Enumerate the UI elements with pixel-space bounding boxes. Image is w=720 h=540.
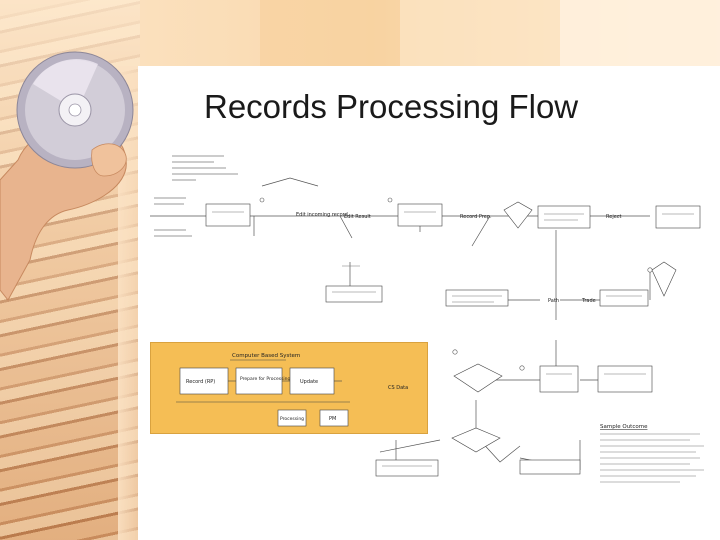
process-label: Path [548,298,559,304]
process-path: Path [548,298,559,304]
process-box [375,459,439,477]
decision-diamond [503,201,533,229]
flow-row-3 [375,363,653,477]
process-box [539,365,579,393]
start-label-1 [154,197,186,205]
decision-diamond [451,427,501,453]
process-record-prep: Record Prep. [460,214,492,220]
panel-box-label: Processing [280,416,304,422]
process-box [599,289,649,307]
panel-box-label: Record (RP) [186,379,215,385]
decision-diamond [651,261,677,297]
panel-box [319,409,349,427]
process-label: Edit Result [344,214,371,220]
hand-holding-disc [0,51,134,301]
band-tile [260,0,400,66]
slide-title: Records Processing Flow [204,88,579,125]
panel-box [277,409,307,427]
process-box [445,289,509,307]
process-label: Reject [606,214,622,220]
process-box [537,205,591,229]
process-box [655,205,701,229]
note-title: Sample Outcome [600,424,648,430]
process-edit-result: Edit Result [344,214,371,220]
hand-fingers [91,143,127,177]
process-box [597,365,653,393]
top-band [140,0,720,66]
flow-row-1: Edit incoming record Edit Result Record … [154,197,701,237]
flow-row-2: Path Trade [325,261,677,307]
panel-title: Computer Based System [232,353,300,359]
cbs-panel-contents: Computer Based System Record (RP) Prepar… [176,353,408,427]
cd-disc-icon [16,51,134,169]
process-box [325,285,383,303]
process-label: Record Prep. [460,214,492,220]
panel-box-label: PM [329,416,336,422]
decision-diamond [453,363,503,393]
process-trade: Trade [581,298,596,304]
band-tile [400,0,560,66]
process-edit-incoming: Edit incoming record [296,212,348,218]
band-tile [560,0,720,66]
process-label: Trade [581,298,596,304]
process-box [205,203,251,227]
flow-markers [259,197,653,371]
sample-outcome-note: Sample Outcome [600,424,704,483]
panel-side-label: CS Data [388,385,408,391]
panel-box-label: Prepare for Processing [240,376,291,382]
process-box [397,203,443,227]
start-label-2 [154,229,192,237]
process-box [519,459,581,475]
process-reject: Reject [606,214,622,220]
process-label: Edit incoming record [296,212,348,218]
panel-box-label: Update [300,379,318,385]
legend-note [172,155,238,181]
